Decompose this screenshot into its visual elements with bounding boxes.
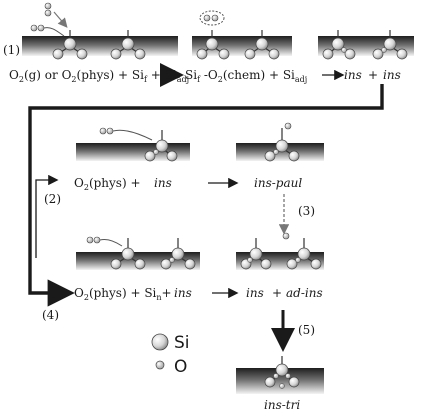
surface-panel-1b [192, 10, 292, 60]
surface-panel-2b [236, 122, 324, 162]
o2-molecule-phys [30, 24, 65, 37]
legend-o-label: O [174, 357, 187, 377]
o2-chemisorbed [199, 10, 225, 26]
step-label-3: (3) [298, 204, 315, 218]
surface-panel-3b [236, 232, 324, 270]
eq3-reactant-ins: ins [174, 286, 192, 300]
eq4-product: ins-tri [264, 398, 300, 412]
eq1-intermediate: Sif -O2(chem) + Siadj [185, 68, 307, 84]
surface-panel-4 [236, 356, 324, 394]
surface-panel-1a [22, 2, 178, 60]
o-atom-icon [155, 360, 165, 370]
surface-panel-3a [76, 236, 200, 270]
eq2-reactants: O2(phys) + [74, 176, 141, 192]
si-atom-icon [151, 333, 169, 351]
surface-panel-2a [76, 127, 190, 162]
eq1-product-ins-2: ins [383, 68, 401, 82]
flow-arrows [28, 63, 384, 352]
eq2-reactant-ins: ins [154, 176, 172, 190]
eq1-reactants: O2(g) or O2(phys) + Sif + Siadj [9, 68, 189, 84]
eq3-product-ad-ins: ad-ins [286, 286, 323, 300]
eq3-plus: + [272, 286, 282, 300]
eq1-plus: + [368, 68, 378, 82]
step-label-2: (2) [44, 192, 61, 206]
step-label-5: (5) [298, 323, 315, 337]
eq1-product-ins-1: ins [344, 68, 362, 82]
surface-panel-1c [318, 30, 414, 60]
o2-molecule-gas [44, 2, 68, 28]
legend: Si O [151, 333, 190, 377]
eq3-product-ins: ins [246, 286, 264, 300]
eq2-product: ins-paul [254, 176, 302, 190]
step-label-4: (4) [42, 308, 59, 322]
step-label-1: (1) [3, 43, 20, 57]
legend-si-label: Si [174, 333, 190, 353]
eq3-reactants: O2(phys) + Sin+ [74, 286, 172, 302]
